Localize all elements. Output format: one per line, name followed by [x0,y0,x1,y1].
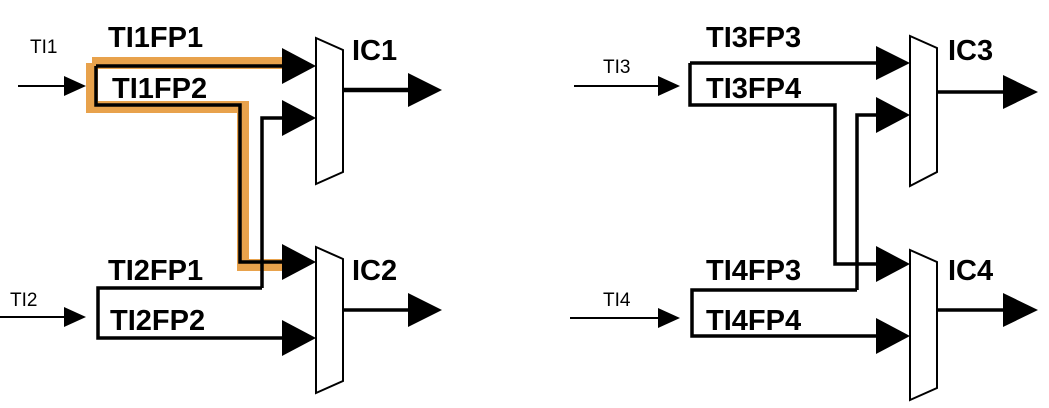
fp-label-ti2fp1: TI2FP1 [108,255,203,287]
ti3-input-arrowhead [658,76,680,96]
ic4-mux [909,248,938,402]
ti2-input-arrowhead [64,307,86,327]
ti2fp1-to-ic1-wire [260,116,288,288]
ti1fp2-to-ic2-wire [94,66,288,264]
ti3fp4-to-ic4-wire [688,63,880,266]
ic2-output-arrowhead [408,293,442,327]
fp-label-ti1fp2: TI1FP2 [112,73,207,105]
ic2-in2-arrowhead [282,320,316,356]
input-label-ti4: TI4 [603,290,631,311]
ti4fp3-to-ic3-wire [855,113,880,290]
ic3-mux [909,34,938,188]
output-label-ic1: IC1 [352,35,397,67]
input-label-ti3: TI3 [603,57,630,78]
fp-label-ti3fp3: TI3FP3 [706,22,801,54]
ti4-input-arrowhead [658,308,680,328]
ic1-output-arrowhead [408,73,442,107]
ic2-in1-arrowhead [282,244,316,280]
input-label-ti1: TI1 [30,37,57,58]
ic4-output-arrowhead [1003,293,1038,327]
output-label-ic4: IC4 [948,255,993,287]
fp-label-ti3fp4: TI3FP4 [706,73,801,105]
ti1-input-arrowhead [64,76,86,96]
ic4-in2-arrowhead [876,318,910,354]
output-label-ic2: IC2 [352,255,397,287]
output-label-ic3: IC3 [948,35,993,67]
ic3-output-arrowhead [1003,75,1038,109]
fp-label-ti1fp1: TI1FP1 [108,22,203,54]
fp-label-ti4fp4: TI4FP4 [706,305,801,337]
ic3-in2-arrowhead [876,97,910,133]
ic2-mux [315,245,344,395]
fp-label-ti2fp2: TI2FP2 [110,305,205,337]
ic3-in1-arrowhead [876,46,910,80]
ic1-in1-arrowhead [282,48,316,84]
highlight-path [86,63,290,271]
ti2fp2-to-ic2-wire [96,286,288,340]
input-label-ti2: TI2 [10,290,37,311]
ic1-in2-arrowhead [282,100,316,136]
ic4-in1-arrowhead [876,246,910,282]
fp-label-ti4fp3: TI4FP3 [706,255,801,287]
ti4fp4-to-ic4-wire [690,288,880,338]
ic1-mux [315,36,344,186]
